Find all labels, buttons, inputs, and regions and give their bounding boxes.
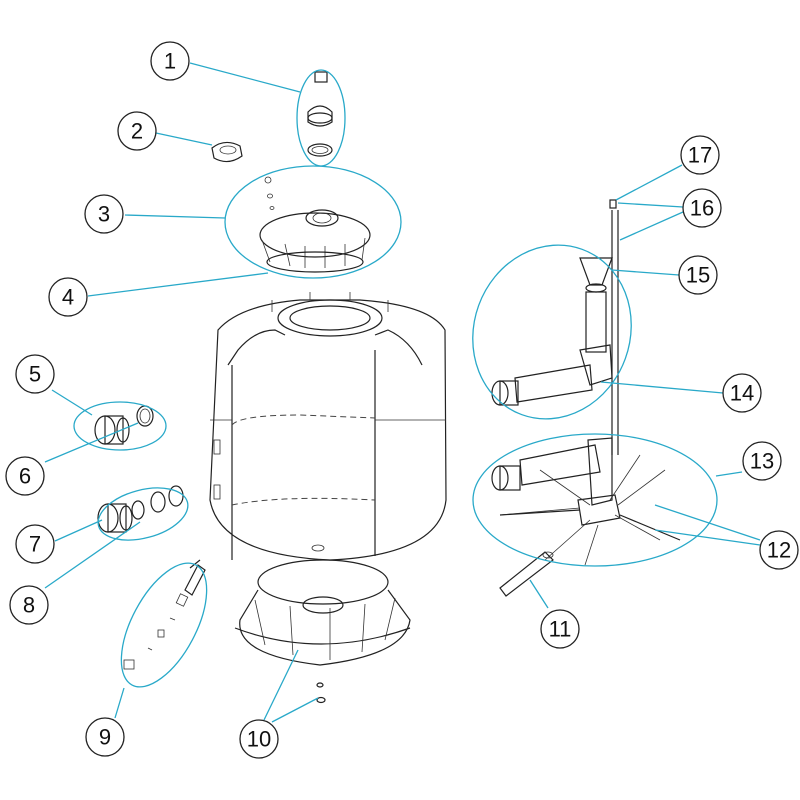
callout-2: 2 [117, 111, 157, 151]
valve-cap [211, 141, 243, 163]
leader-10b [271, 697, 319, 723]
svg-text:6: 6 [19, 464, 31, 489]
leader-1 [189, 62, 301, 93]
leader-6 [44, 422, 139, 463]
group-ellipse-3 [224, 165, 402, 279]
leader-16 [619, 211, 684, 241]
group-ellipse-5 [73, 401, 167, 451]
svg-text:1: 1 [164, 49, 176, 74]
callout-14: 14 [722, 373, 762, 413]
svg-text:9: 9 [99, 725, 111, 750]
svg-text:11: 11 [549, 617, 572, 642]
callout-4: 4 [48, 277, 88, 317]
leader-16b [617, 202, 684, 208]
callout-3: 3 [84, 194, 124, 234]
central-tube [609, 199, 619, 455]
leader-10a [263, 649, 299, 721]
callout-10: 10 [239, 719, 279, 759]
svg-text:17: 17 [688, 143, 712, 168]
svg-text:2: 2 [131, 119, 143, 144]
callout-15: 15 [678, 255, 718, 295]
svg-text:4: 4 [62, 285, 74, 310]
callout-11: 11 [540, 609, 580, 649]
leader-9 [114, 687, 125, 719]
svg-text:15: 15 [686, 263, 710, 288]
leader-3 [124, 214, 226, 219]
callout-8: 8 [9, 585, 49, 625]
callout-17: 17 [680, 135, 720, 175]
union-fitting-lower [97, 485, 184, 533]
svg-text:8: 8 [23, 593, 35, 618]
leader-14 [600, 381, 724, 394]
svg-text:14: 14 [730, 381, 754, 406]
svg-text:13: 13 [750, 449, 774, 474]
filter-base [234, 559, 411, 666]
group-ellipse-9 [120, 562, 208, 688]
leader-4 [87, 272, 269, 297]
upper-diffuser-assembly [491, 257, 613, 406]
svg-text:12: 12 [767, 538, 791, 563]
leader-lines [44, 62, 761, 723]
top-cover-assembly [259, 176, 371, 273]
leader-15 [611, 269, 680, 276]
leader-11 [529, 579, 549, 609]
group-ellipse-13 [472, 433, 718, 567]
grouping-ellipses [73, 69, 718, 688]
callout-9: 9 [85, 717, 125, 757]
filter-tank [209, 292, 447, 561]
group-ellipse-14 [472, 244, 632, 420]
callout-1: 1 [150, 41, 190, 81]
callout-12: 12 [759, 530, 799, 570]
leader-12a [654, 504, 761, 541]
callout-7: 7 [15, 524, 55, 564]
svg-text:7: 7 [29, 532, 41, 557]
callouts: 1 2 3 4 5 6 7 8 9 10 11 12 13 14 15 16 1… [5, 41, 799, 759]
leader-7 [54, 519, 103, 542]
group-ellipse-1 [296, 69, 346, 167]
svg-text:16: 16 [690, 196, 714, 221]
leader-12b [654, 529, 761, 546]
svg-text:10: 10 [247, 727, 271, 752]
leader-2 [155, 132, 213, 146]
svg-text:5: 5 [29, 362, 41, 387]
callout-16: 16 [682, 188, 722, 228]
callout-13: 13 [742, 441, 782, 481]
leader-13 [715, 471, 743, 477]
lateral-pipe [499, 551, 554, 597]
callout-5: 5 [15, 354, 55, 394]
leader-5 [51, 389, 93, 416]
group-ellipse-7 [97, 487, 189, 541]
leader-17 [615, 164, 683, 201]
lower-collector-assembly [491, 437, 681, 566]
screws [316, 682, 326, 704]
callout-6: 6 [5, 456, 45, 496]
pressure-gauge-assembly [307, 71, 333, 157]
svg-text:3: 3 [98, 202, 110, 227]
leader-8 [44, 521, 141, 589]
union-fitting-upper [94, 405, 154, 445]
drain-assembly [123, 559, 206, 670]
